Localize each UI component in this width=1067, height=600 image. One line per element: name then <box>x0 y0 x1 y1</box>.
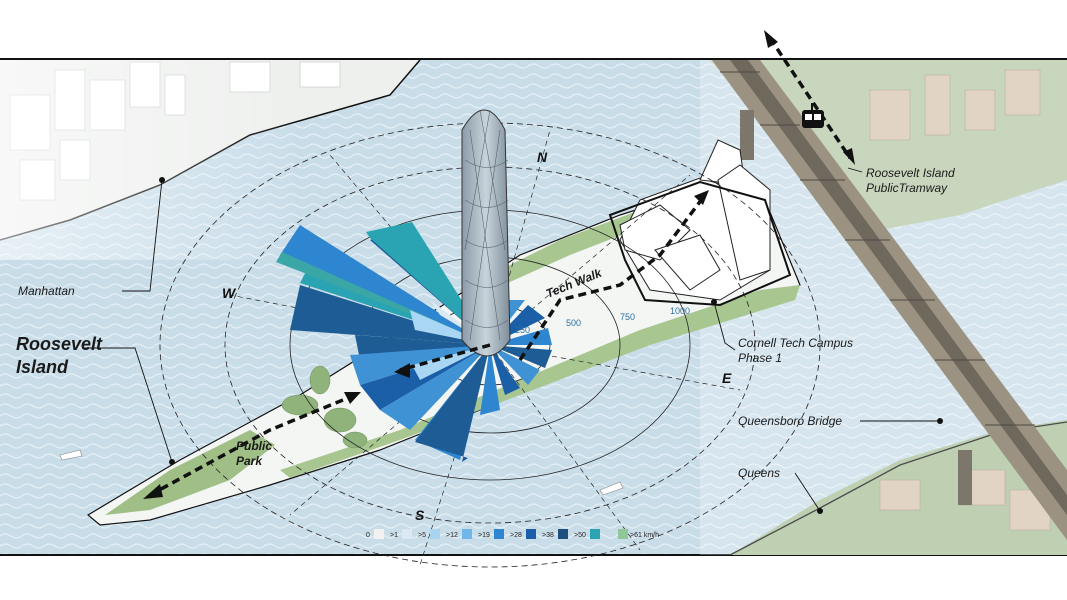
compass-south: S <box>415 507 425 523</box>
arrow-tram-up <box>764 30 778 48</box>
tech-walk-path <box>399 193 707 372</box>
legend-label-2: >5 <box>418 532 426 539</box>
legend-label-7: >50 <box>574 532 586 539</box>
leader-dots <box>159 177 943 514</box>
cornell-campus-outline <box>608 180 792 307</box>
tower <box>461 109 511 357</box>
label-cornell-line1: Cornell Tech Campus <box>738 336 853 350</box>
label-tramway-line1: Roosevelt Island <box>866 166 955 180</box>
queens-buildings <box>869 69 1051 531</box>
legend-swatch-2 <box>430 529 440 539</box>
legend-swatch-0 <box>374 529 384 539</box>
ring-label-1000: 1000 <box>670 306 690 316</box>
arrow-park-end <box>143 484 163 499</box>
compass-north: N <box>537 149 548 165</box>
arrow-west <box>394 363 410 378</box>
wind-speed-legend: 0 >1 >5 >12 >19 >28 >38 >50 >61 km/h <box>366 529 659 539</box>
legend-swatch-4 <box>494 529 504 539</box>
wind-rose <box>276 222 552 462</box>
arrow-park-start <box>344 392 361 404</box>
park-path <box>149 393 356 497</box>
queensboro-bridge <box>712 60 1067 540</box>
compass-west: W <box>222 285 237 301</box>
label-queens: Queens <box>738 466 780 480</box>
label-tramway-line2: PublicTramway <box>866 181 948 195</box>
arrow-tech-walk <box>694 190 709 205</box>
island-green-north <box>460 210 660 300</box>
compass-east: E <box>722 370 732 386</box>
ring-label-750: 750 <box>620 312 635 322</box>
legend-swatch-8 <box>618 529 628 539</box>
legend-label-3: >12 <box>446 532 458 539</box>
label-cornell-line2: Phase 1 <box>738 351 782 365</box>
tram-car-icon <box>802 103 824 128</box>
tramway-path <box>768 37 852 159</box>
legend-label-5: >28 <box>510 532 522 539</box>
leader-lines <box>84 167 940 512</box>
cornell-tech-buildings <box>619 139 771 301</box>
ring-label-500: 500 <box>566 318 581 328</box>
boat-icons <box>59 449 624 496</box>
legend-swatch-7 <box>590 529 600 539</box>
legend-label-4: >19 <box>478 532 490 539</box>
legend-label-1: >1 <box>390 532 398 539</box>
legend-swatch-6 <box>558 529 568 539</box>
label-manhattan: Manhattan <box>18 284 75 298</box>
label-roosevelt-line1: Roosevelt <box>16 334 103 354</box>
manhattan-fade <box>0 60 300 260</box>
legend-label-6: >38 <box>542 532 554 539</box>
label-park-line1: Public <box>236 439 272 453</box>
park-patches <box>281 365 368 449</box>
legend-swatch-1 <box>402 529 412 539</box>
label-queensboro-bridge: Queensboro Bridge <box>738 414 842 428</box>
ring-label-250: 250 <box>515 325 530 335</box>
legend-label-8: >61 km/h <box>630 532 659 539</box>
label-park-line2: Park <box>236 454 263 468</box>
legend-swatch-5 <box>526 529 536 539</box>
arrow-tram-down <box>843 148 855 165</box>
legend-label-0: 0 <box>366 532 370 539</box>
label-roosevelt-line2: Island <box>16 357 69 377</box>
legend-swatch-3 <box>462 529 472 539</box>
